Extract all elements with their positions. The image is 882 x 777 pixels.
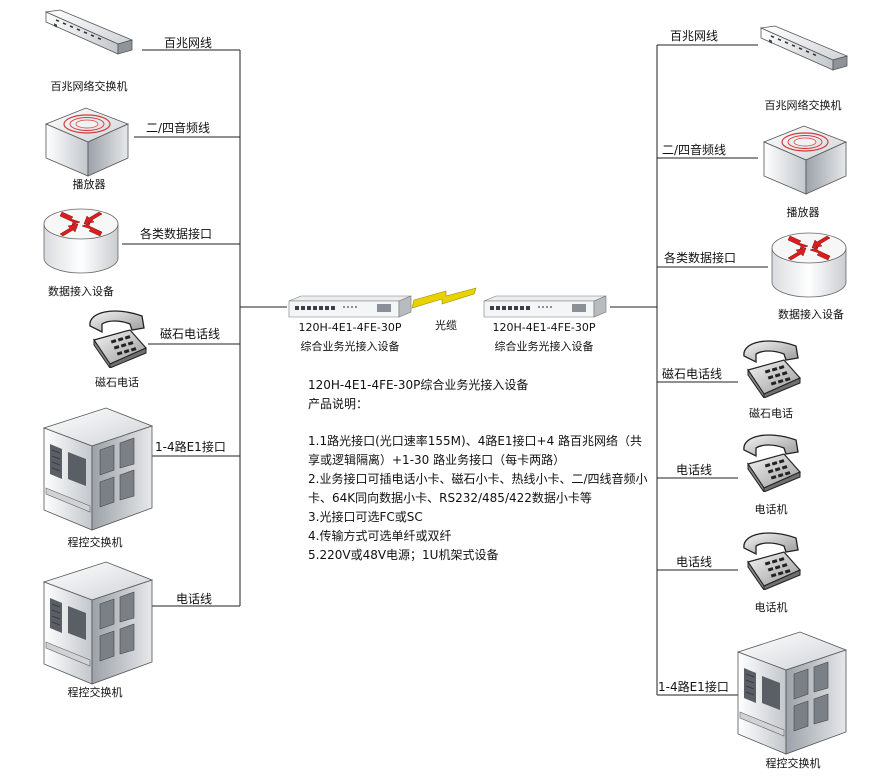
right-device-caption-4: 磁石电话 — [749, 407, 793, 420]
fiber-access-unit-left-icon — [288, 295, 412, 318]
network-switch-icon — [45, 9, 133, 55]
left-device-caption-6: 程控交换机 — [67, 686, 123, 699]
telephone-icon — [743, 340, 801, 398]
description-title: 120H-4E1-4FE-30P综合业务光接入设备 — [308, 378, 529, 392]
network-switch-icon — [760, 25, 848, 71]
fiber-access-unit-right-icon — [483, 295, 607, 318]
description-item-4: 4.传输方式可选单纤或双纤 — [308, 529, 452, 543]
left-device-caption-5: 程控交换机 — [67, 536, 123, 549]
audio-player-icon — [763, 125, 847, 195]
telephone-icon — [89, 310, 147, 368]
left-link-label-5: 1-4路E1接口 — [155, 440, 226, 454]
right-link-label-1: 百兆网线 — [670, 29, 719, 43]
telephone-icon — [743, 532, 801, 590]
description-item-1: 1.1路光接口(光口速率155M)、4路E1接口+4 路百兆网络（共享或逻辑隔离… — [308, 434, 643, 467]
right-link-label-6: 电话线 — [676, 555, 713, 569]
left-link-label-3: 各类数据接口 — [140, 227, 213, 241]
right-device-caption-5: 电话机 — [754, 503, 788, 516]
right-device-caption-7: 程控交换机 — [765, 757, 821, 770]
router-icon — [43, 208, 119, 274]
description-subtitle: 产品说明： — [308, 397, 369, 411]
left-device-caption-3: 数据接入设备 — [48, 285, 114, 298]
audio-player-icon — [45, 107, 129, 177]
right-connection-lines — [610, 44, 768, 696]
left-link-label-2: 二/四音频线 — [146, 121, 211, 135]
left-link-label-6: 电话线 — [176, 592, 213, 606]
right-link-label-3: 各类数据接口 — [664, 251, 737, 265]
left-device-caption-1: 百兆网络交换机 — [50, 80, 128, 93]
description-item-2: 2.业务接口可插电话小卡、磁石小卡、热线小卡、二/四线音频小卡、64K同向数据小… — [308, 472, 648, 505]
left-device-caption-2: 播放器 — [72, 178, 106, 191]
pbx-cabinet-icon — [737, 631, 847, 755]
product-description: 120H-4E1-4FE-30P综合业务光接入设备 产品说明： 1.1路光接口(… — [308, 376, 653, 565]
right-device-caption-1: 百兆网络交换机 — [764, 99, 842, 112]
right-link-label-5: 电话线 — [676, 463, 713, 477]
left-unit-name: 综合业务光接入设备 — [300, 340, 400, 353]
right-unit-name: 综合业务光接入设备 — [494, 340, 594, 353]
right-link-label-7: 1-4路E1接口 — [658, 680, 729, 694]
left-link-label-1: 百兆网线 — [164, 36, 213, 50]
left-link-label-4: 磁石电话线 — [160, 327, 221, 341]
right-link-label-2: 二/四音频线 — [662, 143, 727, 157]
pbx-cabinet-icon — [43, 407, 153, 531]
pbx-cabinet-icon — [43, 561, 153, 685]
right-link-label-4: 磁石电话线 — [662, 367, 723, 381]
left-connection-lines — [122, 49, 287, 607]
description-item-3: 3.光接口可选FC或SC — [308, 510, 423, 524]
description-item-5: 5.220V或48V电源；1U机架式设备 — [308, 548, 499, 562]
right-unit-model: 120H-4E1-4FE-30P — [492, 321, 596, 334]
router-icon — [771, 232, 847, 298]
right-device-caption-6: 电话机 — [754, 601, 788, 614]
right-device-caption-3: 数据接入设备 — [778, 308, 844, 321]
optical-cable-lightning-icon — [411, 287, 477, 309]
left-device-caption-4: 磁石电话 — [95, 376, 139, 389]
right-device-caption-2: 播放器 — [786, 206, 820, 219]
left-unit-model: 120H-4E1-4FE-30P — [298, 321, 402, 334]
optical-cable-label: 光缆 — [435, 319, 457, 332]
telephone-icon — [743, 434, 801, 492]
